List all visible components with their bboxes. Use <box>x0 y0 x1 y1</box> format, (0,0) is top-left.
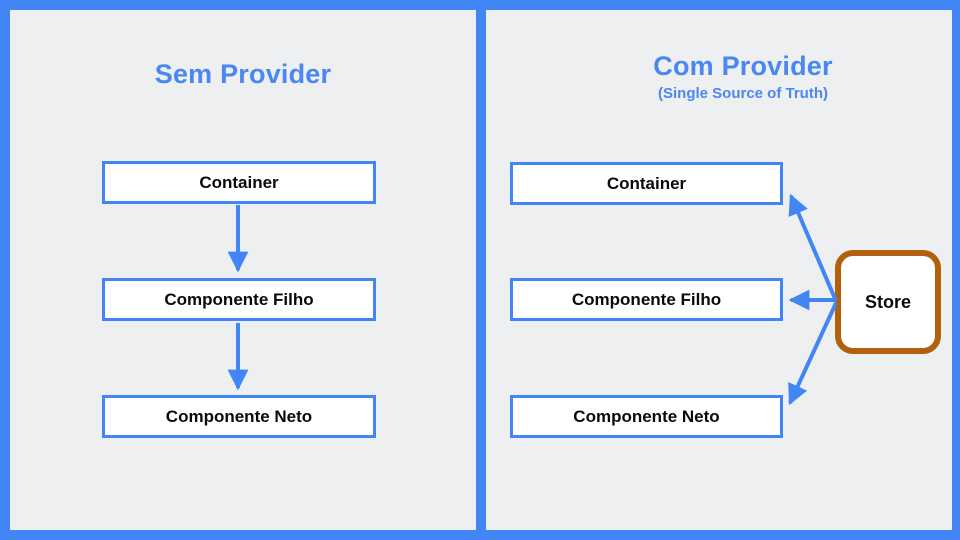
right-container-box: Container <box>510 162 783 205</box>
left-container-box: Container <box>102 161 376 204</box>
store-box: Store <box>835 250 941 354</box>
right-componente-filho-box: Componente Filho <box>510 278 783 321</box>
right-componente-neto-box: Componente Neto <box>510 395 783 438</box>
left-panel-title: Sem Provider <box>154 59 332 89</box>
right-panel-title: Com Provider <box>653 51 833 81</box>
right-panel-subtitle: (Single Source of Truth) <box>657 85 828 102</box>
left-componente-neto-box: Componente Neto <box>102 395 376 438</box>
left-componente-filho-box: Componente Filho <box>102 278 376 321</box>
